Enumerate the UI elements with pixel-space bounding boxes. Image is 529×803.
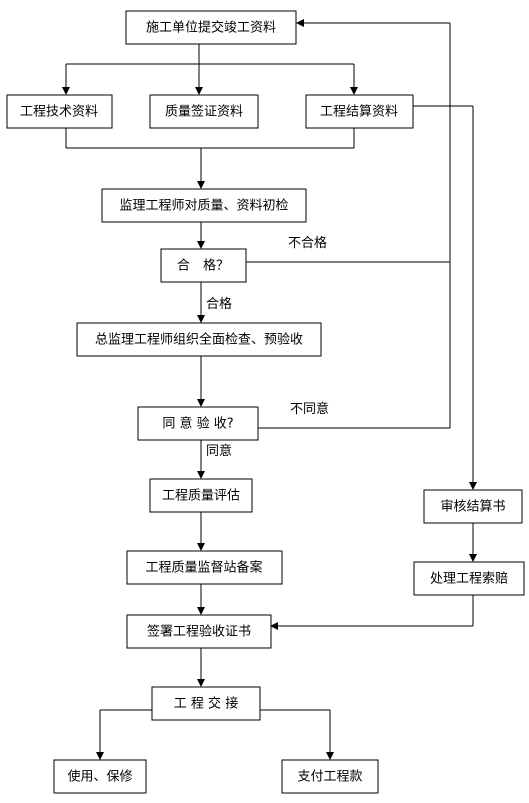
node-pay-label: 支付工程款: [297, 770, 362, 785]
node-sign: 签署工程验收证书: [126, 614, 272, 649]
node-record-label: 工程质量监督站备案: [145, 560, 262, 576]
node-qualified: 合 格？: [160, 248, 247, 283]
node-chief-check: 总监理工程师组织全面检查、预验收: [76, 322, 322, 357]
node-use-label: 使用、保修: [67, 769, 132, 785]
node-settlement: 工程结算资料: [305, 94, 414, 129]
node-tech-label: 工程技术资料: [20, 105, 98, 120]
node-claim-label: 处理工程索赔: [430, 572, 508, 587]
node-submit-label: 施工单位提交竣工资料: [146, 20, 276, 36]
label-not-qualified: 不合格: [288, 235, 327, 251]
node-handover: 工 程 交 接: [151, 686, 261, 721]
node-settlement-label: 工程结算资料: [320, 105, 398, 120]
node-initial-check-label: 监理工程师对质量、资料初检: [119, 199, 288, 214]
node-sign-label: 签署工程验收证书: [147, 624, 251, 640]
node-agree-accept: 同 意 验 收?: [137, 406, 259, 441]
node-qualified-label: 合 格？: [177, 258, 229, 274]
label-agree: 同意: [206, 443, 232, 459]
node-audit-label: 审核结算书: [440, 500, 505, 515]
node-initial-check: 监理工程师对质量、资料初检: [101, 188, 307, 223]
label-not-agree: 不同意: [290, 401, 329, 417]
node-submit: 施工单位提交竣工资料: [125, 10, 297, 45]
edge-labels: 不合格 合格 不同意 同意: [206, 235, 329, 459]
node-audit: 审核结算书: [423, 489, 523, 524]
node-agree-accept-label: 同 意 验 收?: [162, 416, 233, 432]
node-claim: 处理工程索赔: [413, 561, 525, 596]
node-tech: 工程技术资料: [6, 94, 113, 129]
node-quality-cert-label: 质量签证资料: [165, 104, 243, 120]
node-handover-label: 工 程 交 接: [174, 696, 238, 712]
node-use: 使用、保修: [53, 759, 147, 794]
node-chief-check-label: 总监理工程师组织全面检查、预验收: [95, 332, 303, 348]
label-qualified: 合格: [206, 296, 232, 312]
connectors: [62, 19, 477, 760]
node-pay: 支付工程款: [281, 759, 379, 794]
node-quality-cert: 质量签证资料: [149, 94, 259, 129]
node-record: 工程质量监督站备案: [126, 550, 283, 585]
node-eval: 工程质量评估: [149, 478, 253, 513]
node-eval-label: 工程质量评估: [162, 489, 240, 504]
